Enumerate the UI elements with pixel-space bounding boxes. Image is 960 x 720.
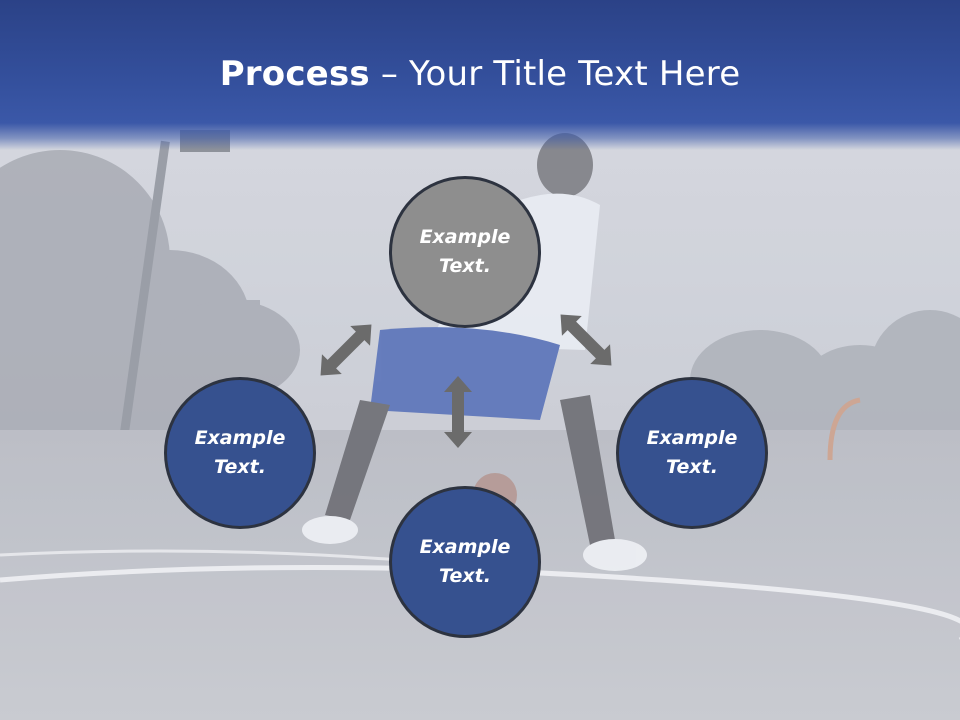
node-label-line1: Example <box>646 427 738 449</box>
title-bold: Process <box>219 54 370 94</box>
node-label-line2: Text. <box>214 456 266 478</box>
node-label-line2: Text. <box>439 565 491 587</box>
page-title: Process – Your Title Text Here <box>0 54 960 94</box>
node-label-line1: Example <box>419 226 511 248</box>
title-rest: – Your Title Text Here <box>369 54 741 94</box>
double-arrow-icon <box>444 376 472 448</box>
node-label-line1: Example <box>194 427 286 449</box>
node-label-line1: Example <box>419 536 511 558</box>
double-arrow-icon <box>310 314 382 386</box>
node-label-line2: Text. <box>666 456 718 478</box>
node-label-line2: Text. <box>439 255 491 277</box>
title-bar <box>0 0 960 150</box>
double-arrow-icon <box>550 304 622 376</box>
